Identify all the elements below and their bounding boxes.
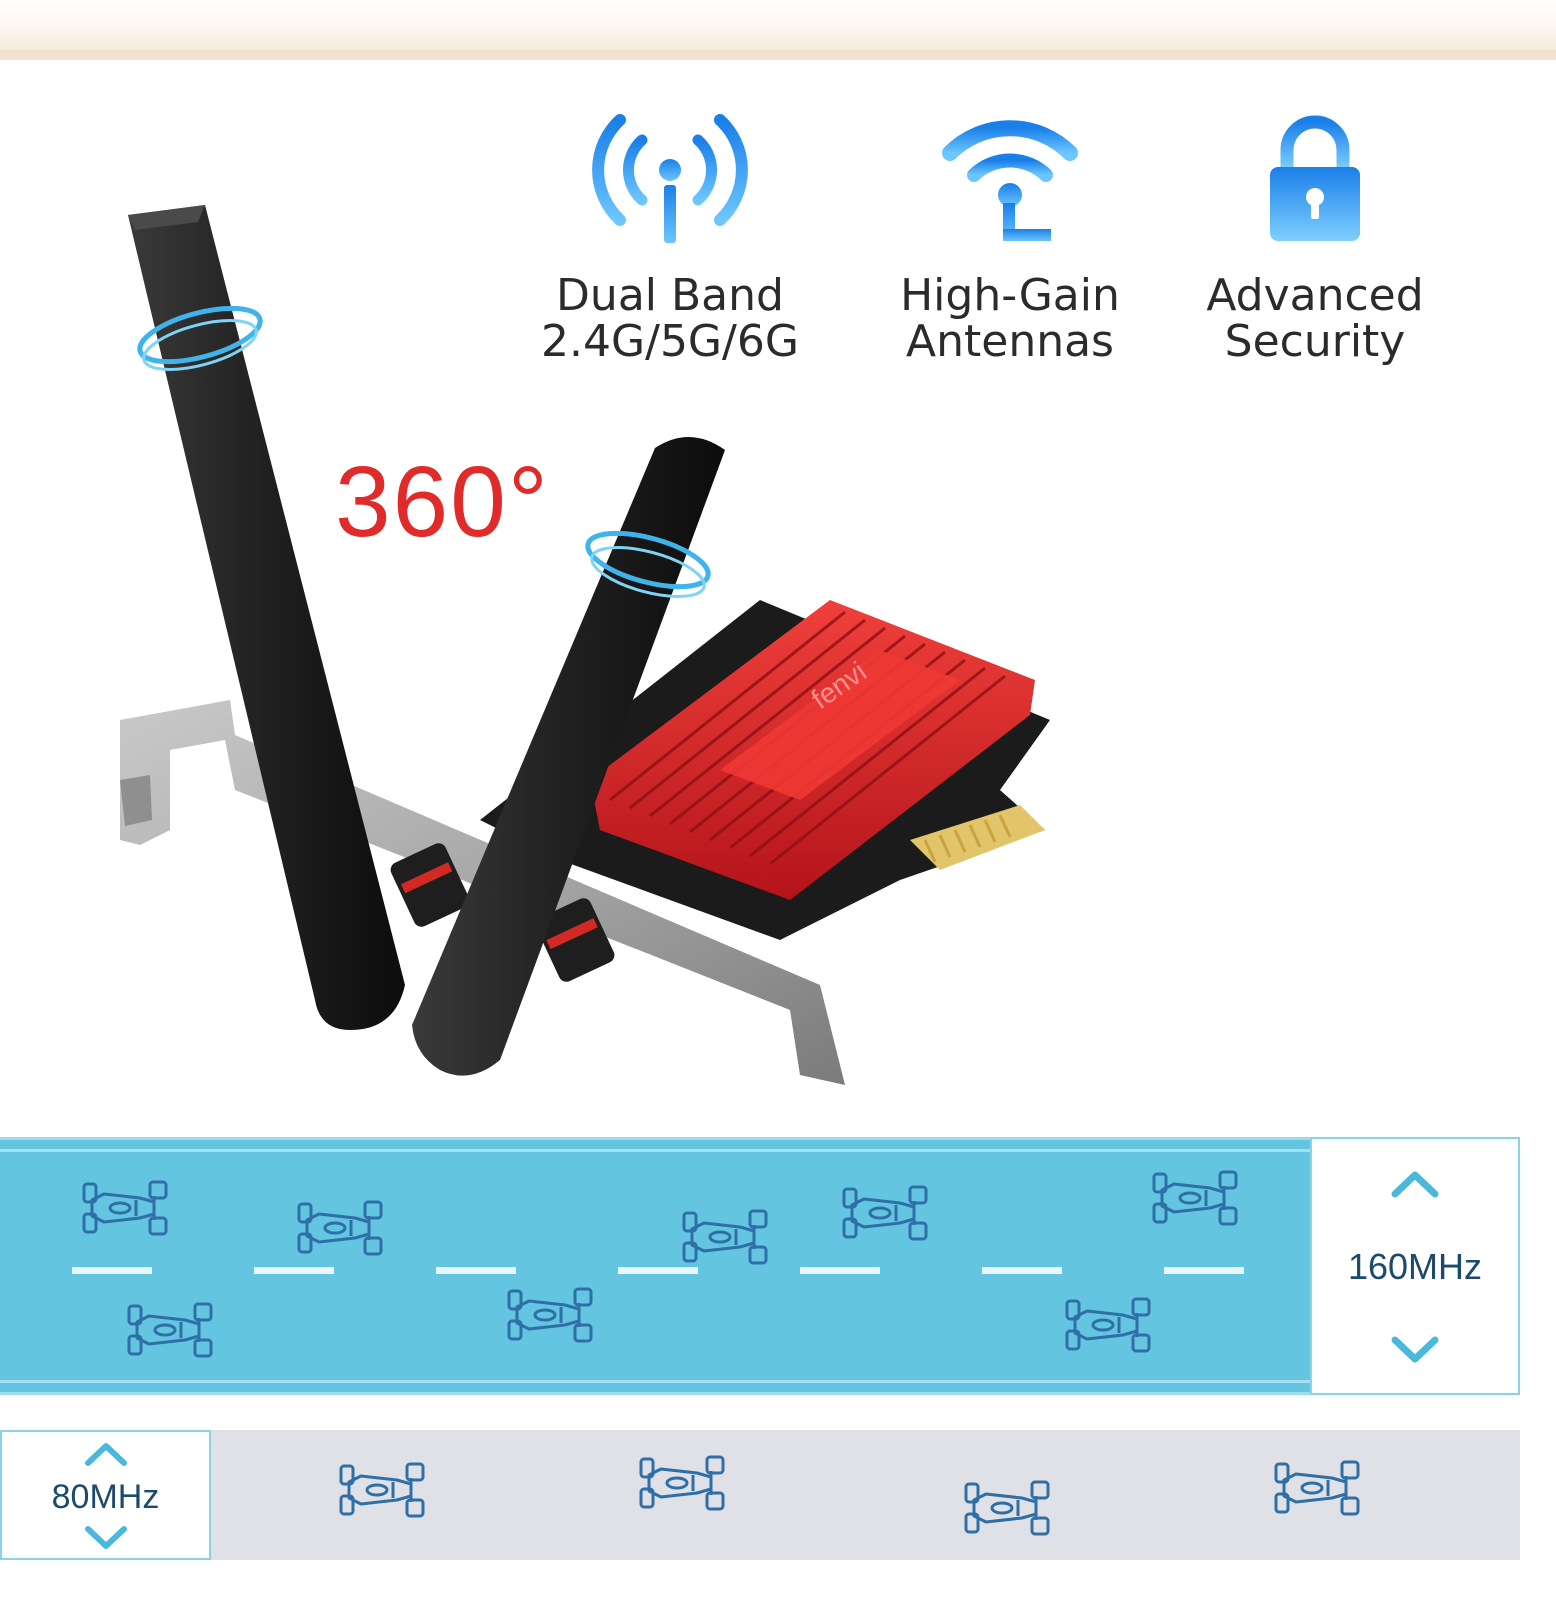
- lane-divider-dash: [800, 1267, 880, 1274]
- race-car-icon: [840, 1183, 932, 1243]
- feature-label-line1: Advanced: [1206, 270, 1424, 321]
- lane-divider-dash: [72, 1267, 152, 1274]
- lane-divider-dash: [1164, 1267, 1244, 1274]
- feature-security: Advanced Security: [1165, 95, 1465, 365]
- wifi-antenna-icon: [942, 120, 1078, 241]
- feature-label-line1: High-Gain: [900, 270, 1120, 321]
- feature-label-line2: Antennas: [906, 316, 1114, 367]
- bandwidth-box-80: 80MHz: [0, 1430, 211, 1560]
- feature-label: Dual Band 2.4G/5G/6G: [520, 273, 820, 365]
- lane-80mhz: [211, 1430, 1520, 1560]
- race-car-icon: [295, 1198, 387, 1258]
- lane-edge-line: [0, 1380, 1310, 1383]
- race-car-icon: [337, 1460, 429, 1520]
- wifi-card-illustration: fenvi: [120, 205, 1050, 1085]
- padlock-icon: [1270, 115, 1360, 241]
- antenna-connectors: [390, 843, 615, 982]
- antenna-right: [412, 436, 725, 1076]
- race-car-icon: [962, 1478, 1054, 1538]
- bandwidth-label-80: 80MHz: [51, 1478, 160, 1516]
- feature-dual-band: Dual Band 2.4G/5G/6G: [520, 95, 820, 365]
- race-car-icon: [637, 1453, 729, 1513]
- race-car-icon: [125, 1300, 217, 1360]
- red-heatsink: fenvi: [590, 600, 1035, 900]
- antenna-left: [128, 205, 405, 1030]
- race-car-icon: [680, 1207, 772, 1267]
- feature-label-line2: 2.4G/5G/6G: [541, 316, 799, 367]
- feature-label: High-Gain Antennas: [860, 273, 1160, 365]
- lane-edge-line: [0, 1149, 1310, 1152]
- rotation-ring-right: [585, 530, 711, 598]
- lane-divider-dash: [436, 1267, 516, 1274]
- feature-label-line2: Security: [1224, 316, 1406, 367]
- chevron-down-icon: [84, 1526, 127, 1549]
- race-car-icon: [80, 1178, 172, 1238]
- race-car-icon: [1272, 1458, 1364, 1518]
- chevron-up-icon: [1391, 1171, 1439, 1198]
- lane-160mhz: [0, 1137, 1310, 1395]
- race-car-icon: [1150, 1168, 1242, 1228]
- race-car-icon: [1063, 1295, 1155, 1355]
- rotation-ring-left: [137, 305, 263, 371]
- top-banner-glow: [0, 0, 1556, 60]
- chevron-up-icon: [84, 1443, 127, 1466]
- race-car-icon: [505, 1285, 597, 1345]
- lane-divider-dash: [254, 1267, 334, 1274]
- feature-label: Advanced Security: [1165, 273, 1465, 365]
- feature-high-gain: High-Gain Antennas: [860, 95, 1160, 365]
- lane-divider-dash: [982, 1267, 1062, 1274]
- feature-label-line1: Dual Band: [556, 270, 784, 321]
- bandwidth-box-160: 160MHz: [1310, 1137, 1520, 1395]
- rotation-label: 360°: [335, 446, 550, 558]
- bandwidth-label-160: 160MHz: [1347, 1246, 1483, 1287]
- lane-divider-dash: [618, 1267, 698, 1274]
- signal-broadcast-icon: [592, 114, 748, 243]
- chevron-down-icon: [1391, 1336, 1439, 1363]
